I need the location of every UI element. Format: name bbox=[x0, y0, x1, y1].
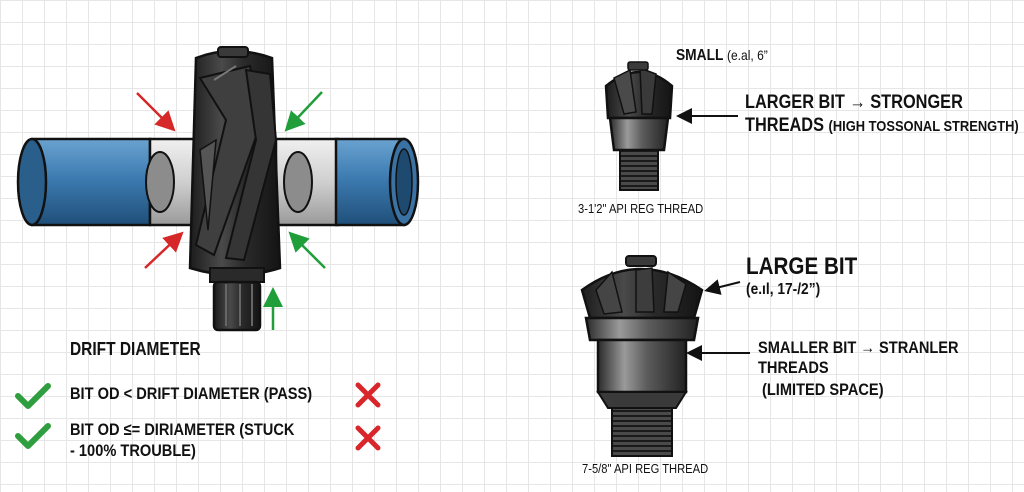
large-bit-note-line1: SMALLER BIT → STRANLER bbox=[758, 338, 959, 357]
large-drill-bit bbox=[580, 255, 704, 457]
small-bit-note-line1: LARGER BIT → STRONGER bbox=[745, 92, 963, 113]
green-arrow bbox=[288, 231, 326, 269]
check-icon bbox=[15, 423, 51, 449]
small-bit-note-strength: (HIGH TOSSONAL STRENGTH) bbox=[828, 118, 1019, 135]
cross-icon bbox=[355, 382, 381, 408]
small-bit-size: (e.al, 6” bbox=[726, 47, 768, 63]
pipe-illustration bbox=[16, 137, 420, 227]
pointer-arrow bbox=[704, 279, 741, 295]
red-arrow bbox=[136, 92, 176, 132]
large-bit-note-line2: THREADS bbox=[758, 358, 829, 377]
check-icon bbox=[15, 383, 51, 409]
large-bit-note-line3: (LIMITED SPACE) bbox=[762, 380, 884, 399]
small-bit-thread-label: 3-1'2" API REG THREAD bbox=[578, 201, 704, 216]
pass-row-text: BIT OD < DRIFT DIAMETER (PASS) bbox=[70, 384, 313, 403]
stuck-row-text-line2: - 100% TROUBLE) bbox=[70, 441, 196, 460]
small-bit-note-threads: THREADS bbox=[745, 115, 824, 136]
drift-diameter-title: DRIFT DIAMETER bbox=[70, 339, 201, 359]
small-bit-note-line2: THREADS (HIGH TOSSONAL STRENGTH) bbox=[745, 115, 1019, 137]
large-bit-size: (e.ıl, 17-/2”) bbox=[746, 281, 821, 298]
large-bit-thread-label: 7-5/8" API REG THREAD bbox=[582, 461, 709, 476]
green-arrow bbox=[284, 91, 323, 132]
stuck-row-text-line1: BIT OD ≤= DIRIAMETER (STUCK bbox=[70, 420, 295, 439]
small-drill-bit bbox=[604, 61, 674, 191]
force-arrows bbox=[136, 91, 326, 330]
small-bit-title-main: SMALL bbox=[676, 47, 724, 64]
drill-bit-in-pipe bbox=[188, 46, 282, 332]
red-arrow bbox=[144, 231, 184, 269]
large-bit-title: LARGE BIT bbox=[746, 253, 858, 280]
cross-icon bbox=[355, 425, 381, 451]
small-bit-title: SMALL (e.al, 6” bbox=[676, 47, 768, 65]
